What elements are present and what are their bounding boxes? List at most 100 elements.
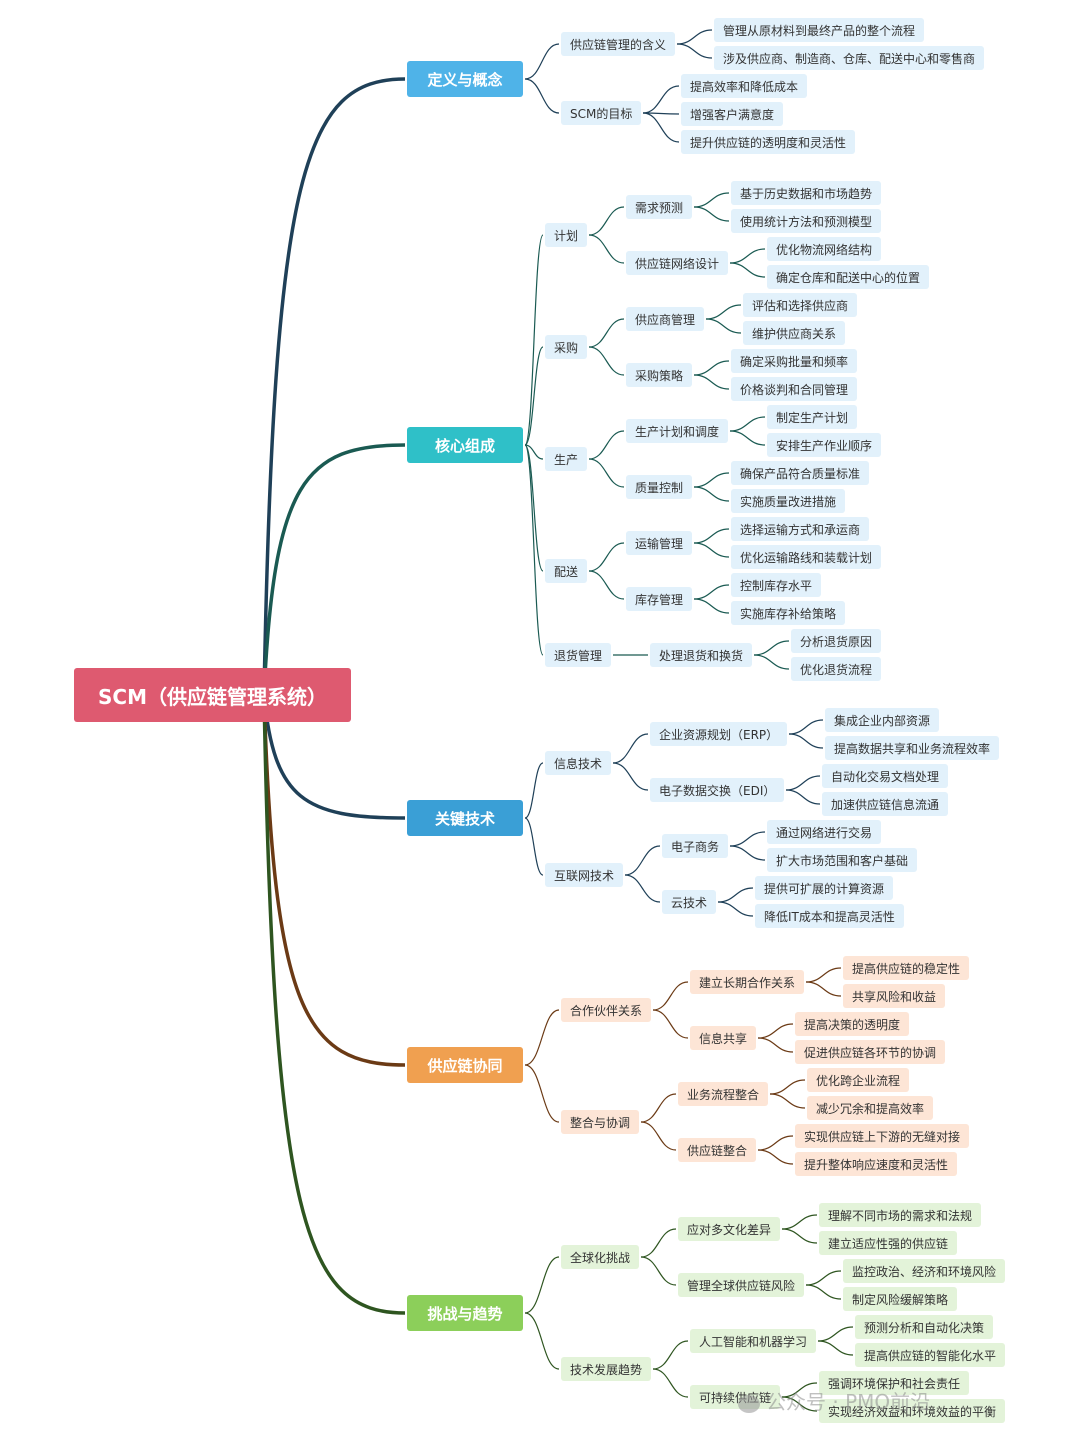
node-leaf[interactable]: 自动化交易文档处理: [822, 764, 949, 788]
node-l3[interactable]: 涉及供应商、制造商、仓库、配送中心和零售商: [714, 46, 985, 70]
node-leaf[interactable]: 监控政治、经济和环境风险: [843, 1259, 1006, 1283]
trunk-line-1: [262, 77, 406, 696]
node-l3[interactable]: 库存管理: [626, 587, 693, 611]
node-l3[interactable]: 管理从原材料到最终产品的整个流程: [714, 18, 925, 42]
node-l3[interactable]: 生产计划和调度: [626, 419, 729, 443]
branch-4[interactable]: 供应链协同: [407, 1047, 523, 1083]
link-l3: [588, 458, 625, 488]
node-l3[interactable]: 云技术: [662, 890, 717, 914]
node-leaf[interactable]: 促进供应链各环节的协调: [795, 1040, 946, 1064]
node-l3[interactable]: 采购策略: [626, 363, 693, 387]
node-l2[interactable]: 配送: [545, 559, 588, 583]
node-leaf[interactable]: 提高供应链的智能化水平: [855, 1343, 1006, 1367]
link-leaf: [805, 1270, 842, 1286]
node-leaf[interactable]: 优化物流网络结构: [767, 237, 882, 261]
node-l3[interactable]: 增强客户满意度: [681, 102, 784, 126]
node-l3[interactable]: 运输管理: [626, 531, 693, 555]
node-leaf[interactable]: 确保产品符合质量标准: [731, 461, 870, 485]
node-leaf[interactable]: 实施质量改进措施: [731, 489, 846, 513]
node-l2[interactable]: 供应链管理的含义: [561, 32, 676, 56]
node-leaf[interactable]: 制定生产计划: [767, 405, 858, 429]
node-l3[interactable]: 供应链整合: [678, 1138, 757, 1162]
node-l2[interactable]: 计划: [545, 223, 588, 247]
node-leaf[interactable]: 通过网络进行交易: [767, 820, 882, 844]
node-leaf[interactable]: 选择运输方式和承运商: [731, 517, 870, 541]
node-l2[interactable]: 技术发展趋势: [561, 1357, 652, 1381]
node-leaf[interactable]: 提高供应链的稳定性: [843, 956, 970, 980]
node-l3[interactable]: 质量控制: [626, 475, 693, 499]
node-l2[interactable]: SCM的目标: [561, 101, 642, 125]
node-l2[interactable]: 全球化挑战: [561, 1245, 640, 1269]
link-leaf: [805, 1284, 842, 1300]
node-leaf[interactable]: 提高数据共享和业务流程效率: [825, 736, 1000, 760]
link-leaf: [693, 584, 730, 600]
link-l3: [612, 762, 649, 791]
node-leaf[interactable]: 分析退货原因: [791, 629, 882, 653]
node-leaf[interactable]: 提供可扩展的计算资源: [755, 876, 894, 900]
node-leaf[interactable]: 减少冗余和提高效率: [807, 1096, 934, 1120]
node-l3[interactable]: 供应链网络设计: [626, 251, 729, 275]
node-l2[interactable]: 整合与协调: [561, 1110, 640, 1134]
node-leaf[interactable]: 制定风险缓解策略: [843, 1287, 958, 1311]
node-l2[interactable]: 退货管理: [545, 643, 612, 667]
node-leaf[interactable]: 提升整体响应速度和灵活性: [795, 1152, 958, 1176]
node-leaf[interactable]: 加速供应链信息流通: [822, 792, 949, 816]
node-l3[interactable]: 电子数据交换（EDI）: [650, 778, 785, 802]
link-leaf: [693, 360, 730, 376]
node-l2[interactable]: 采购: [545, 335, 588, 359]
node-leaf[interactable]: 优化退货流程: [791, 657, 882, 681]
link-leaf: [693, 374, 730, 390]
node-leaf[interactable]: 集成企业内部资源: [825, 708, 940, 732]
node-leaf[interactable]: 预测分析和自动化决策: [855, 1315, 994, 1339]
node-l3[interactable]: 管理全球供应链风险: [678, 1273, 805, 1297]
node-l3[interactable]: 业务流程整合: [678, 1082, 769, 1106]
node-leaf[interactable]: 实现经济效益和环境效益的平衡: [819, 1399, 1006, 1423]
branch-5[interactable]: 挑战与趋势: [407, 1295, 523, 1331]
node-leaf[interactable]: 降低IT成本和提高灵活性: [755, 904, 904, 928]
node-l3[interactable]: 电子商务: [662, 834, 729, 858]
node-leaf[interactable]: 优化跨企业流程: [807, 1068, 910, 1092]
node-leaf[interactable]: 安排生产作业顺序: [767, 433, 882, 457]
node-l3[interactable]: 企业资源规划（ERP）: [650, 722, 788, 746]
node-leaf[interactable]: 基于历史数据和市场趋势: [731, 181, 882, 205]
node-leaf[interactable]: 实施库存补给策略: [731, 601, 846, 625]
node-l3[interactable]: 建立长期合作关系: [690, 970, 805, 994]
node-leaf[interactable]: 理解不同市场的需求和法规: [819, 1203, 982, 1227]
node-l2[interactable]: 信息技术: [545, 751, 612, 775]
node-l3[interactable]: 提高效率和降低成本: [681, 74, 808, 98]
node-leaf[interactable]: 价格谈判和合同管理: [731, 377, 858, 401]
node-leaf[interactable]: 优化运输路线和装载计划: [731, 545, 882, 569]
branch-1[interactable]: 定义与概念: [407, 61, 523, 97]
node-l3[interactable]: 人工智能和机器学习: [690, 1329, 817, 1353]
node-l2[interactable]: 合作伙伴关系: [561, 998, 652, 1022]
node-l3[interactable]: 应对多文化差异: [678, 1217, 781, 1241]
node-leaf[interactable]: 确定仓库和配送中心的位置: [767, 265, 930, 289]
node-l2[interactable]: 生产: [545, 447, 588, 471]
link-leaf: [805, 981, 842, 997]
node-leaf[interactable]: 评估和选择供应商: [743, 293, 858, 317]
node-leaf[interactable]: 建立适应性强的供应链: [819, 1231, 958, 1255]
node-leaf[interactable]: 实现供应链上下游的无缝对接: [795, 1124, 970, 1148]
node-l3[interactable]: 供应商管理: [626, 307, 705, 331]
node-leaf[interactable]: 强调环境保护和社会责任: [819, 1371, 970, 1395]
node-l3[interactable]: 信息共享: [690, 1026, 757, 1050]
node-l3[interactable]: 需求预测: [626, 195, 693, 219]
link-leaf: [753, 640, 790, 656]
node-l3[interactable]: 提升供应链的透明度和灵活性: [681, 130, 856, 154]
node-leaf[interactable]: 提高决策的透明度: [795, 1012, 910, 1036]
root-node[interactable]: SCM（供应链管理系统）: [74, 668, 351, 722]
link-l2: [524, 43, 560, 80]
node-leaf[interactable]: 确定采购批量和频率: [731, 349, 858, 373]
node-l3[interactable]: 处理退货和换货: [650, 643, 753, 667]
branch-2[interactable]: 核心组成: [407, 427, 523, 463]
link-l2: [524, 1009, 560, 1066]
node-leaf[interactable]: 扩大市场范围和客户基础: [767, 848, 918, 872]
node-l2[interactable]: 互联网技术: [545, 863, 624, 887]
link-l2: [524, 444, 544, 656]
node-leaf[interactable]: 使用统计方法和预测模型: [731, 209, 882, 233]
node-leaf[interactable]: 共享风险和收益: [843, 984, 946, 1008]
node-leaf[interactable]: 控制库存水平: [731, 573, 822, 597]
node-leaf[interactable]: 维护供应商关系: [743, 321, 846, 345]
branch-3[interactable]: 关键技术: [407, 800, 523, 836]
